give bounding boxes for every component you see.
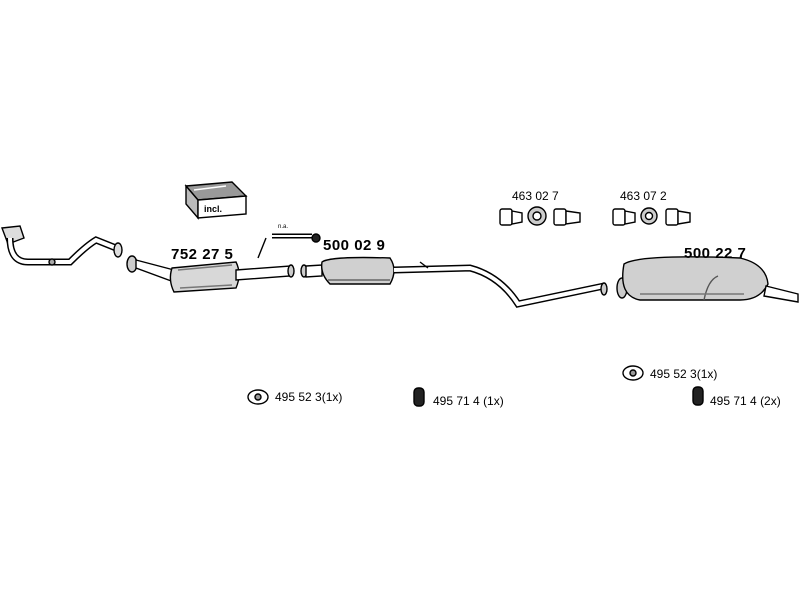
hanger-icon [413,387,425,407]
hardware-part-number: 495 71 4 [433,394,480,408]
hardware-quantity: (1x) [696,367,718,381]
clamp-icon [247,389,269,405]
front-pipe [1,225,123,266]
seal-set-a-part-number: 463 02 7 [512,189,559,203]
hanger-icon [692,386,704,406]
hardware-part-number: 495 52 3 [650,367,697,381]
seal-set-b-part-number: 463 07 2 [620,189,667,203]
hardware-label: 495 52 3(1x) [650,368,717,380]
hardware-part-number: 495 52 3 [275,390,322,404]
catalytic-converter [126,255,295,293]
kit-box [184,181,248,220]
front-silencer [300,256,608,308]
hardware-part-number: 495 71 4 [710,394,757,408]
front-silencer-part-number: 500 02 9 [323,237,386,254]
hardware-quantity: (1x) [321,390,343,404]
hardware-quantity: (1x) [483,394,504,408]
catalytic-converter-part-number: 752 27 5 [171,246,234,263]
hardware-label: 495 71 4 (1x) [433,395,504,407]
hardware-label: 495 71 4 (2x) [710,395,781,407]
seal-set-b [612,207,691,226]
sensor-note: n.a. [278,224,289,230]
lambda-sensor [257,233,321,259]
kit-box-label: incl. [204,204,223,214]
seal-set-a [499,206,581,226]
hardware-label: 495 52 3(1x) [275,391,342,403]
hardware-quantity: (2x) [760,394,781,408]
rear-silencer [616,256,799,303]
clamp-icon [622,365,644,381]
rear-silencer-part-number: 500 22 7 [684,245,747,262]
